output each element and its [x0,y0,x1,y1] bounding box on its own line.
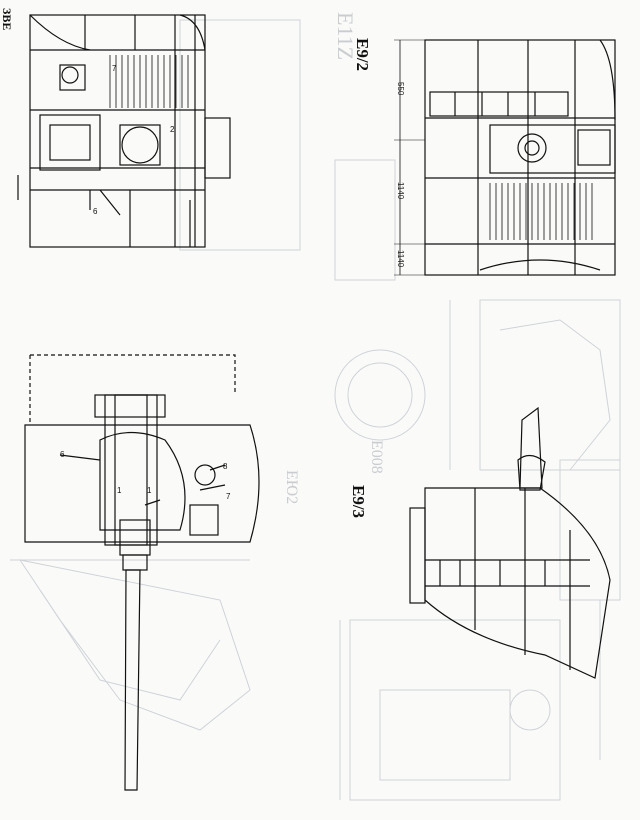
turret-side-elevation-e9-3 [409,406,611,679]
callout-6-top: 6 [93,207,98,216]
figure-title-e9-2: E9/2 [353,38,372,72]
turret-plan-view-bottom-left [24,354,260,791]
ghost-mark-b: ЕЮ2 [283,470,300,505]
callout-1-right: 1 [147,486,152,495]
dimension-label-2: 1140 [396,182,405,200]
figure-title-e9-3: E9/3 [349,485,368,519]
ghost-mark-c: E008 [368,440,385,474]
callout-6-bottom: 6 [60,450,65,459]
dimension-label-1: 550 [396,82,405,96]
callout-1-left: 1 [117,486,122,495]
callout-2: 2 [170,125,175,134]
callout-8: 8 [223,462,228,471]
turret-side-elevation-top-left [17,14,231,248]
background-blueprint [10,19,621,801]
dimension-label-3: 1140 [396,250,405,268]
corner-mark: ЗВЕ [0,8,14,31]
callout-7-top: 7 [112,64,117,73]
callout-7-bottom: 7 [226,492,231,501]
turret-side-elevation-e9-2 [394,39,616,276]
